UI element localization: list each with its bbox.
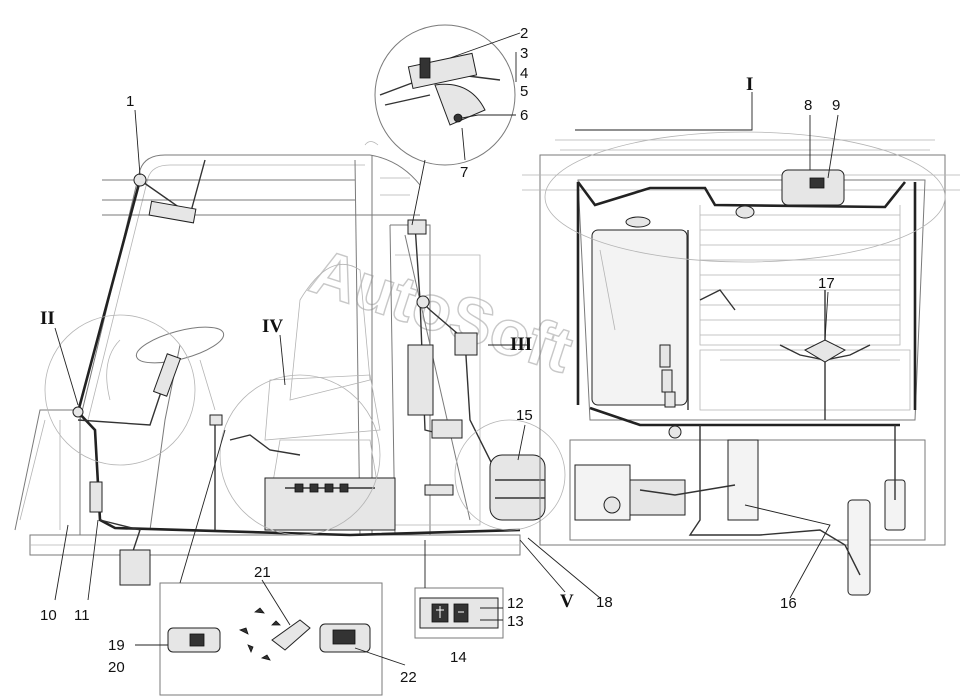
- callout-15: 15: [516, 407, 533, 424]
- section-label-I: I: [746, 74, 753, 95]
- callout-16: 16: [780, 595, 797, 612]
- callout-3: 3: [520, 45, 528, 62]
- callout-9: 9: [832, 97, 840, 114]
- detail-inset-connector: [414, 540, 504, 639]
- leader-lines: [54, 32, 839, 666]
- section-label-III: III: [510, 334, 532, 355]
- detail-circles: [44, 314, 566, 536]
- callout-22: 22: [400, 669, 417, 686]
- detail-ellipse-rear: [544, 131, 946, 263]
- detail-inset-top: [374, 24, 516, 226]
- cab-rear-view: [522, 139, 960, 596]
- callout-14: 14: [450, 649, 467, 666]
- section-label-II: II: [40, 308, 55, 329]
- section-label-IV: IV: [262, 316, 283, 337]
- callout-10: 10: [40, 607, 57, 624]
- callout-12: 12: [507, 595, 524, 612]
- callout-5: 5: [520, 83, 528, 100]
- callout-11: 11: [74, 607, 90, 624]
- callout-20: 20: [108, 659, 125, 676]
- callout-17: 17: [818, 275, 835, 292]
- callout-1: 1: [126, 93, 134, 110]
- callout-2: 2: [520, 25, 528, 42]
- callout-21: 21: [254, 564, 271, 581]
- callout-13: 13: [507, 613, 524, 630]
- callout-18: 18: [596, 594, 613, 611]
- watermark-text: AutoSoft: [302, 235, 581, 387]
- callout-7: 7: [460, 164, 468, 181]
- section-label-V: V: [560, 591, 574, 612]
- callout-19: 19: [108, 637, 125, 654]
- cab-side-view: [14, 141, 546, 586]
- callout-8: 8: [804, 97, 812, 114]
- callout-4: 4: [520, 65, 528, 82]
- detail-inset-bottom: [159, 429, 383, 696]
- callout-6: 6: [520, 107, 528, 124]
